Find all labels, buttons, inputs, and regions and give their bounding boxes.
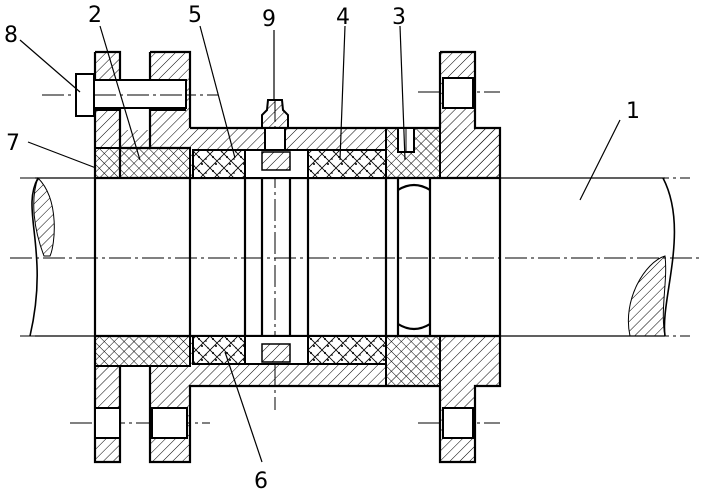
part-labels: 1 2 3 4 5 6 7 8 9	[4, 3, 640, 494]
label-part-5: 5	[188, 3, 202, 28]
label-part-9: 9	[262, 7, 276, 32]
label-part-8: 8	[4, 23, 18, 48]
grease-fitting	[261, 99, 289, 151]
label-part-1: 1	[626, 99, 640, 124]
label-part-7: 7	[6, 131, 20, 156]
packing-top	[192, 149, 387, 179]
gland-top	[385, 127, 441, 179]
leader-lines	[19, 25, 621, 463]
right-flange-top	[438, 50, 502, 178]
label-part-4: 4	[336, 5, 350, 30]
shaft	[29, 177, 676, 337]
inner-sleeves	[93, 178, 502, 336]
label-part-6: 6	[254, 469, 268, 494]
label-part-3: 3	[392, 5, 406, 30]
label-part-2: 2	[88, 3, 102, 28]
housing-bottom	[93, 334, 502, 464]
